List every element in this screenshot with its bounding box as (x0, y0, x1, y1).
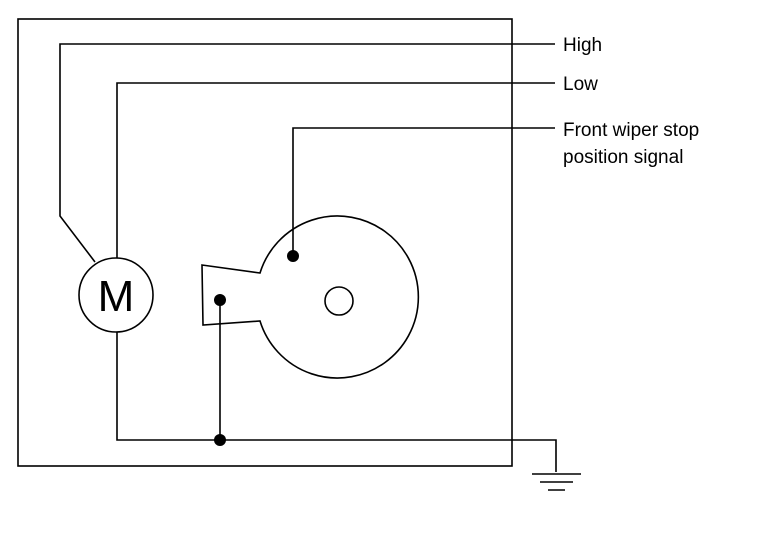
ground-symbol (532, 473, 581, 491)
stop-signal-label-line1: Front wiper stop (563, 120, 699, 141)
motor-letter: M (98, 272, 135, 321)
ground-junction-point (214, 434, 226, 446)
low-wire (116, 82, 555, 258)
low-label: Low (563, 74, 598, 95)
cam-shaft (324, 286, 354, 316)
stop-signal-label-line2: position signal (563, 147, 683, 168)
motor-symbol (78, 257, 154, 333)
high-wire (59, 43, 555, 263)
motor-unit-enclosure (17, 18, 513, 467)
motor-ground-wire (116, 332, 557, 472)
stop-signal-wire (292, 127, 555, 256)
stop-position-cam (201, 215, 420, 379)
signal-contact-point (287, 250, 299, 262)
high-label: High (563, 35, 602, 56)
